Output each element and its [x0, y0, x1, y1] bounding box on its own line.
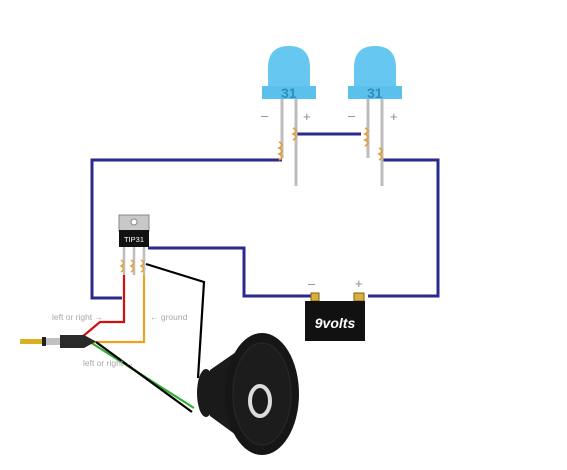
led-right-coil-a — [362, 127, 369, 147]
transistor-label: TIP31 — [124, 235, 144, 244]
led-left-dome — [268, 46, 310, 96]
speaker — [197, 333, 299, 455]
wire-led-to-battery-plus — [368, 158, 440, 298]
audio-jack-body — [60, 335, 96, 348]
led-right-coil-b — [376, 147, 383, 161]
led-right-plus: + — [390, 109, 398, 124]
transistor-coil-1 — [119, 259, 125, 273]
battery-terminal-plus — [353, 292, 365, 302]
transistor-body — [119, 230, 149, 247]
speaker-dust-cap — [248, 384, 272, 418]
led-left-number: 31 — [281, 85, 297, 101]
led-right-rim — [348, 86, 402, 99]
wire-left-loop — [90, 158, 282, 300]
battery-minus: – — [308, 276, 316, 291]
led-right-number: 31 — [367, 85, 383, 101]
audio-wires — [78, 262, 206, 413]
red-wire — [81, 275, 126, 338]
battery-label: 9volts — [315, 315, 356, 331]
led-left-minus: – — [261, 108, 269, 123]
label-left-or-right-bottom: left or right → — [83, 358, 134, 368]
battery-body — [305, 301, 365, 341]
transistor: TIP31 — [118, 214, 150, 275]
led-right-minus: – — [348, 108, 356, 123]
led-right: 31 – + — [348, 46, 402, 186]
led-left-rim — [262, 86, 316, 99]
label-ground: ← ground — [150, 312, 188, 322]
battery-plus: + — [355, 276, 363, 291]
transistor-coil-3 — [139, 259, 145, 273]
led-left-coil-a — [276, 141, 283, 161]
battery: 9volts – + — [305, 276, 365, 341]
led-left-coil-b — [290, 127, 297, 141]
wire-transistor-to-battery-minus — [148, 246, 314, 298]
led-right-dome — [354, 46, 396, 96]
orange-wire — [78, 275, 146, 344]
label-left-or-right-top: left or right → — [52, 312, 103, 322]
black-wire-to-speaker-bottom — [95, 341, 193, 413]
transistor-tab-hole — [130, 218, 138, 226]
audio-jack-sleeve — [46, 338, 60, 345]
black-wire-to-speaker-top — [145, 262, 206, 379]
audio-jack — [20, 335, 96, 348]
audio-jack-tip — [20, 339, 42, 344]
circuit-wires — [90, 132, 440, 300]
audio-jack-ring — [42, 337, 46, 346]
battery-terminal-minus — [310, 292, 320, 302]
led-left-plus: + — [303, 109, 311, 124]
led-left: 31 – + — [261, 46, 316, 186]
transistor-coil-2 — [129, 259, 135, 273]
